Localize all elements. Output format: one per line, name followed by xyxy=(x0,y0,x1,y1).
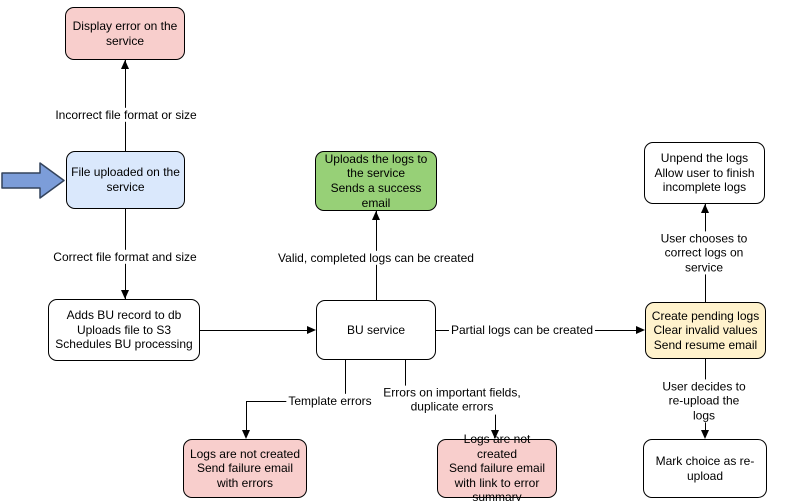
edge-buservice-logsnc1-seg3 xyxy=(246,401,247,432)
edge-addsbu-buservice xyxy=(200,330,310,331)
node-display-error: Display error on the service xyxy=(65,7,185,60)
arrowhead-down-logsnc1 xyxy=(241,430,250,439)
arrowhead-down-markchoice xyxy=(700,430,709,439)
edge-label-incorrect-format: Incorrect file format or size xyxy=(53,107,199,123)
edge-label-valid-logs: Valid, completed logs can be created xyxy=(276,250,476,266)
entry-arrow-shape xyxy=(1,162,65,199)
edge-label-important-fields: Errors on important fields, duplicate er… xyxy=(381,385,523,415)
edge-buservice-logsnc2-seg1 xyxy=(405,360,406,399)
node-unpend-logs: Unpend the logs Allow user to finish inc… xyxy=(644,142,765,204)
edge-buservice-logsnc1-seg1 xyxy=(345,360,346,401)
arrowhead-up-displayerror xyxy=(120,60,129,69)
node-adds-bu-record: Adds BU record to db Uploads file to S3 … xyxy=(48,299,200,361)
edge-label-correct-format: Correct file format and size xyxy=(51,249,199,265)
node-uploads-logs: Uploads the logs to the service Sends a … xyxy=(315,151,437,211)
node-file-uploaded: File uploaded on the service xyxy=(66,151,185,209)
edge-label-user-chooses: User chooses to correct logs on service xyxy=(655,231,753,275)
edge-label-template-errors: Template errors xyxy=(286,393,374,409)
edge-label-user-decides: User decides to re-upload the logs xyxy=(655,379,753,423)
node-logs-not-created-errors: Logs are not created Send failure email … xyxy=(183,439,307,498)
entry-arrow-icon xyxy=(1,162,65,199)
node-logs-not-created-summary: Logs are not created Send failure email … xyxy=(437,432,557,501)
node-bu-service: BU service xyxy=(316,300,436,360)
arrowhead-right-createpending xyxy=(636,325,645,334)
arrowhead-down-addsbu xyxy=(120,290,129,299)
edge-buservice-logsnc2-seg3 xyxy=(495,399,496,432)
arrowhead-right-buservice xyxy=(307,325,316,334)
arrowhead-down-logsnc2 xyxy=(490,430,499,439)
node-mark-choice: Mark choice as re- upload xyxy=(643,439,767,498)
arrowhead-up-uploadslogs xyxy=(371,211,380,220)
node-create-pending: Create pending logs Clear invalid values… xyxy=(645,302,766,359)
edge-label-partial-logs: Partial logs can be created xyxy=(448,322,596,338)
arrowhead-up-unpend xyxy=(700,204,709,213)
edge-fileuploaded-displayerror xyxy=(125,60,126,151)
